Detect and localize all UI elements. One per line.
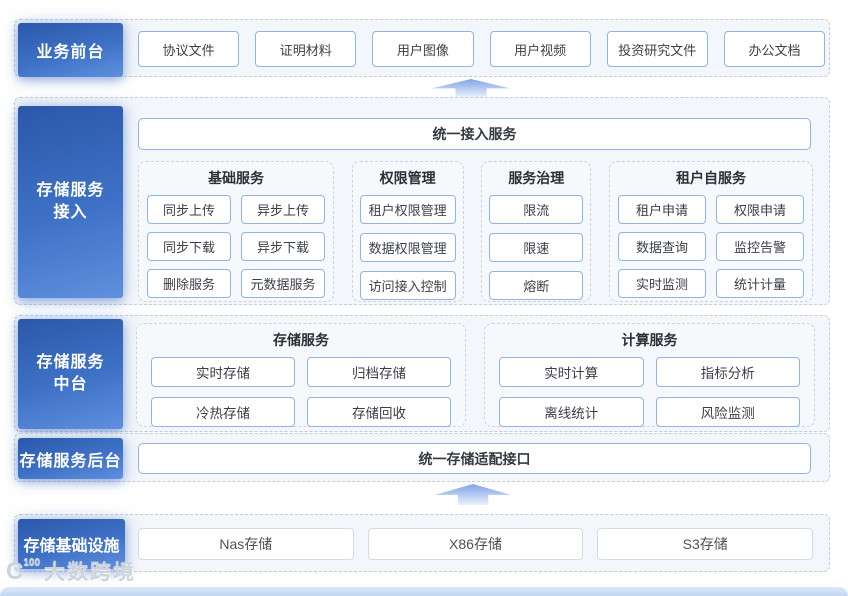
node-archive-storage: 归档存储 — [307, 357, 451, 387]
node-monitor-alert: 监控告警 — [715, 232, 804, 261]
node-sync-upload: 同步上传 — [147, 195, 231, 224]
node-research-files: 投资研究文件 — [606, 31, 708, 67]
group-title: 存储服务 — [273, 332, 329, 348]
group-title: 权限管理 — [379, 170, 436, 186]
node-s3-storage: S3存储 — [597, 528, 814, 560]
node-user-images: 用户图像 — [372, 31, 474, 67]
group-grid: 租户权限管理 数据权限管理 访问接入控制 — [353, 195, 463, 300]
section-label-storage-access: 存储服务接入 — [18, 106, 123, 298]
node-tenant-apply: 租户申请 — [617, 195, 706, 224]
group-permission-mgmt: 权限管理 租户权限管理 数据权限管理 访问接入控制 — [351, 161, 464, 302]
node-agreement-files: 协议文件 — [138, 31, 240, 67]
node-metadata-service: 元数据服务 — [241, 269, 325, 298]
node-speed-limit: 限速 — [489, 233, 584, 262]
node-risk-monitor: 风险监测 — [655, 397, 800, 427]
group-grid: 限流 限速 熔断 — [482, 195, 590, 300]
node-rate-limit: 限流 — [489, 195, 584, 224]
group-storage-services: 存储服务 实时存储 归档存储 冷热存储 存储回收 — [136, 323, 466, 427]
group-title: 租户自服务 — [675, 170, 746, 186]
node-stat-metering: 统计计量 — [715, 269, 804, 298]
section-business-front: 业务前台 协议文件 证明材料 用户图像 用户视频 投资研究文件 办公文档 — [14, 19, 830, 77]
node-nas-storage: Nas存储 — [138, 528, 354, 560]
node-perm-apply: 权限申请 — [715, 195, 804, 224]
section-label-text: 存储基础设施 — [23, 538, 120, 555]
node-async-upload: 异步上传 — [241, 195, 325, 224]
group-grid: 实时计算 指标分析 离线统计 风险监测 — [485, 357, 814, 427]
unified-access-service-bar: 统一接入服务 — [138, 118, 811, 150]
watermark-text: 大数跨境 — [44, 560, 137, 584]
section-label-text: 存储服务接入 — [36, 181, 105, 221]
node-sync-download: 同步下载 — [147, 232, 231, 261]
node-data-perm-mgmt: 数据权限管理 — [359, 233, 456, 262]
up-arrow-top — [432, 79, 510, 97]
node-circuit-break: 熔断 — [489, 271, 584, 300]
group-service-governance: 服务治理 限流 限速 熔断 — [481, 161, 592, 302]
group-compute-services: 计算服务 实时计算 指标分析 离线统计 风险监测 — [484, 323, 815, 427]
section-storage-access: 存储服务接入 统一接入服务 基础服务 同步上传 异步上传 同步下载 异步下载 删… — [14, 97, 830, 305]
watermark-logo-icon: C100 — [6, 557, 41, 585]
node-async-download: 异步下载 — [241, 232, 325, 261]
infra-items: Nas存储 X86存储 S3存储 — [138, 528, 814, 560]
node-access-control: 访问接入控制 — [359, 271, 456, 300]
node-metric-analysis: 指标分析 — [655, 357, 800, 387]
node-tenant-perm-mgmt: 租户权限管理 — [359, 195, 456, 224]
node-office-docs: 办公文档 — [723, 31, 826, 67]
section-storage-middle: 存储服务中台 存储服务 实时存储 归档存储 冷热存储 存储回收 计算服务 实时计… — [14, 315, 830, 432]
node-data-query: 数据查询 — [617, 232, 706, 261]
group-title: 服务治理 — [508, 170, 565, 186]
watermark: C100 大数跨境 — [6, 557, 137, 585]
node-realtime-compute: 实时计算 — [499, 357, 644, 387]
section-label-business-front: 业务前台 — [18, 23, 123, 77]
node-delete-service: 删除服务 — [147, 269, 231, 298]
section-label-text: 存储服务后台 — [19, 452, 122, 470]
group-basic-services: 基础服务 同步上传 异步上传 同步下载 异步下载 删除服务 元数据服务 — [138, 161, 334, 302]
section-label-storage-backend: 存储服务后台 — [18, 438, 123, 479]
up-arrow-bottom — [435, 484, 511, 505]
footer-strip — [0, 587, 848, 596]
section-label-storage-infra: 存储基础设施 — [18, 519, 125, 569]
group-tenant-self-service: 租户自服务 租户申请 权限申请 数据查询 监控告警 实时监测 统计计量 — [608, 161, 813, 302]
section-label-text: 存储服务中台 — [36, 353, 105, 393]
node-hot-cold-storage: 冷热存储 — [151, 397, 295, 427]
node-offline-stats: 离线统计 — [499, 397, 644, 427]
section-storage-backend: 存储服务后台 统一存储适配接口 — [14, 433, 830, 482]
node-realtime-watch: 实时监测 — [617, 269, 706, 298]
section-label-text: 业务前台 — [36, 44, 105, 61]
unified-storage-adapter-bar: 统一存储适配接口 — [138, 443, 811, 474]
node-realtime-storage: 实时存储 — [151, 357, 295, 387]
node-storage-recycle: 存储回收 — [307, 397, 451, 427]
group-grid: 同步上传 异步上传 同步下载 异步下载 删除服务 元数据服务 — [139, 195, 333, 298]
access-groups: 基础服务 同步上传 异步上传 同步下载 异步下载 删除服务 元数据服务 权限管理… — [138, 161, 813, 302]
business-front-items: 协议文件 证明材料 用户图像 用户视频 投资研究文件 办公文档 — [138, 31, 826, 67]
group-grid: 租户申请 权限申请 数据查询 监控告警 实时监测 统计计量 — [610, 195, 812, 298]
node-user-videos: 用户视频 — [489, 31, 591, 67]
node-x86-storage: X86存储 — [367, 528, 584, 560]
group-title: 计算服务 — [621, 332, 678, 348]
node-proof-materials: 证明材料 — [255, 31, 357, 67]
group-grid: 实时存储 归档存储 冷热存储 存储回收 — [137, 357, 465, 427]
section-label-storage-middle: 存储服务中台 — [18, 319, 123, 429]
group-title: 基础服务 — [208, 170, 264, 186]
section-storage-infra: 存储基础设施 Nas存储 X86存储 S3存储 — [14, 514, 830, 572]
middle-groups: 存储服务 实时存储 归档存储 冷热存储 存储回收 计算服务 实时计算 指标分析 … — [136, 323, 815, 427]
